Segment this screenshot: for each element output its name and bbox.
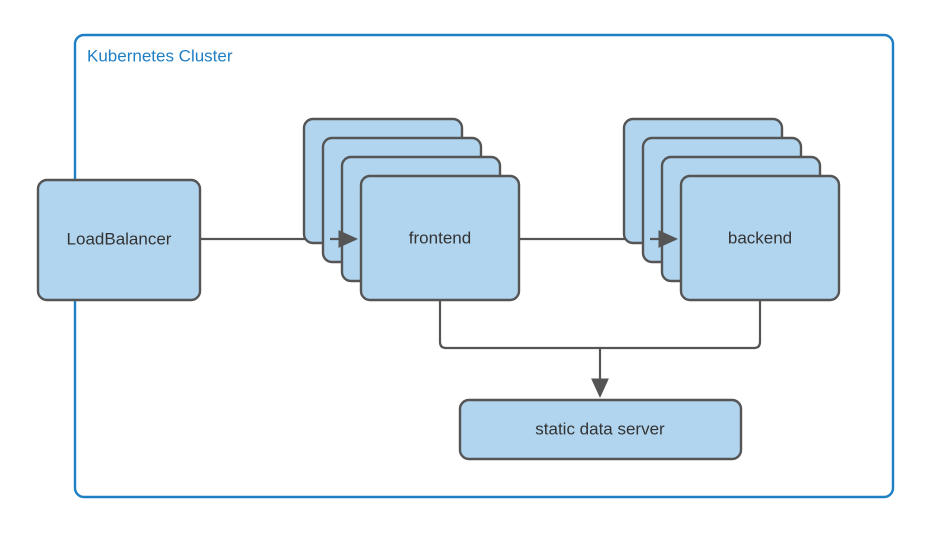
node-loadbalancer[interactable]: LoadBalancer bbox=[36, 178, 202, 302]
cluster-label: Kubernetes Cluster bbox=[87, 46, 233, 65]
node-backend[interactable]: backend bbox=[622, 117, 841, 302]
node-static-data-server[interactable]: static data server bbox=[458, 398, 743, 461]
node-shape[interactable] bbox=[359, 174, 521, 302]
node-label: frontend bbox=[409, 228, 471, 247]
node-shape[interactable] bbox=[36, 178, 202, 302]
edge-frontend-to-static-data-server bbox=[438, 298, 602, 350]
node-label: backend bbox=[728, 228, 792, 247]
edge-backend-to-static-data-server bbox=[598, 298, 762, 350]
node-shape[interactable] bbox=[458, 398, 743, 461]
node-label: static data server bbox=[535, 419, 665, 438]
edge-line bbox=[438, 298, 602, 350]
edge-line bbox=[598, 298, 762, 350]
node-label: LoadBalancer bbox=[67, 229, 172, 248]
node-shape[interactable] bbox=[679, 174, 841, 302]
node-frontend[interactable]: frontend bbox=[302, 117, 521, 302]
